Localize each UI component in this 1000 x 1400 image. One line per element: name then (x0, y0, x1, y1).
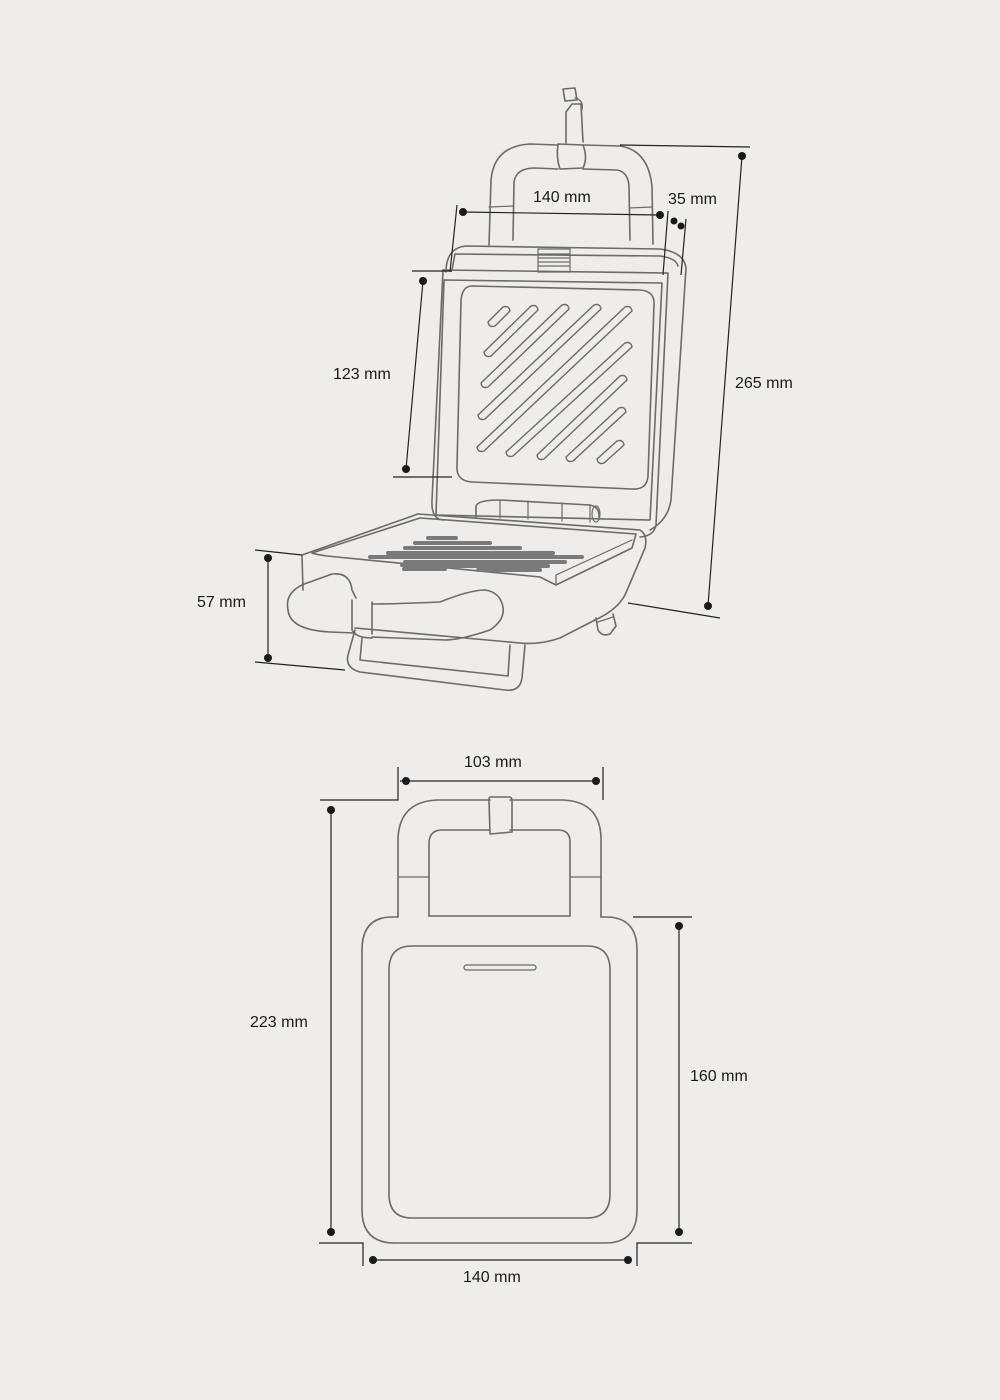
dimension-label-base-height: 57 mm (197, 594, 246, 611)
dimension-label-total-height-open: 265 mm (735, 375, 793, 392)
dimension-label-plate-width: 140 mm (533, 189, 591, 206)
perspective-view (254, 87, 751, 692)
dimension-label-body-length: 160 mm (690, 1068, 748, 1085)
top-view (319, 767, 692, 1266)
dimension-label-plate-depth: 123 mm (333, 366, 391, 383)
dimension-label-body-width: 140 mm (463, 1269, 521, 1286)
dimension-label-handle-width: 103 mm (464, 754, 522, 771)
dimension-label-total-length: 223 mm (250, 1014, 308, 1031)
dimension-label-lid-thickness: 35 mm (668, 191, 717, 208)
